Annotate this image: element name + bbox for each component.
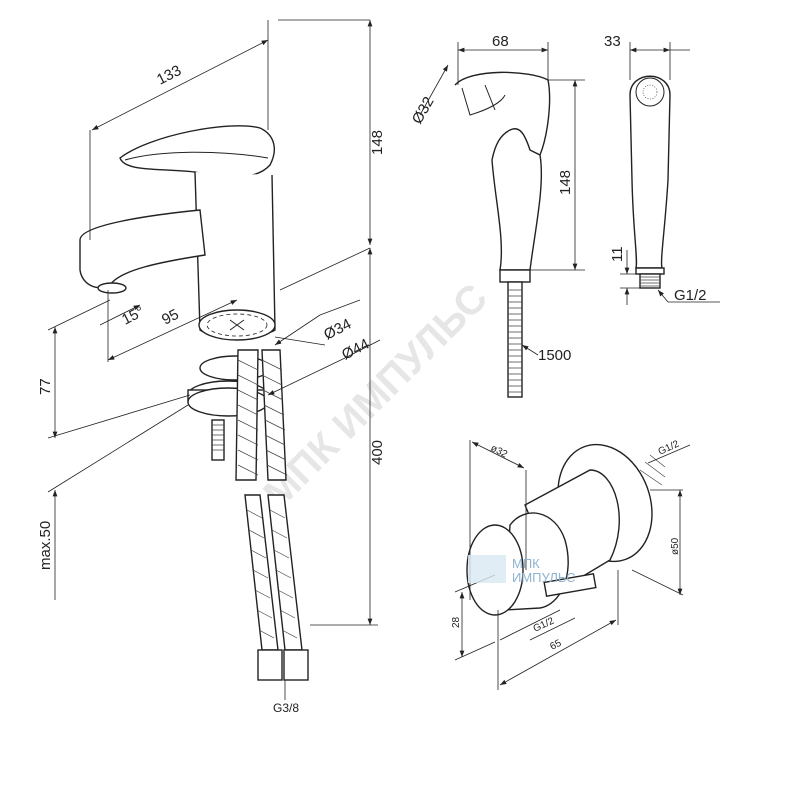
watermark-logo-mark (468, 555, 506, 583)
dim-11: 11 (609, 246, 626, 262)
dim-148: 148 (369, 130, 386, 155)
dim-68: 68 (492, 33, 509, 50)
wall-outlet-drawing: ø32 G1/2 ø50 28 G1/2 65 (451, 438, 691, 690)
dim-d34: Ø34 (321, 316, 354, 344)
dim-1500: 1500 (538, 347, 571, 364)
thread-g12-bottom: G1/2 (532, 615, 557, 634)
dim-95: 95 (159, 306, 182, 329)
dim-65: 65 (548, 638, 563, 653)
dim-angle-15: 15° (119, 303, 147, 328)
shower-side-drawing: 68 Ø32 148 1500 (409, 33, 585, 398)
dim-d32: Ø32 (409, 94, 438, 127)
watermark-logo: МПК ИМПУЛЬС (468, 555, 576, 585)
dim-d50: ø50 (670, 537, 681, 555)
dim-d32-outlet: ø32 (489, 443, 510, 461)
dim-d44: Ø44 (339, 336, 372, 364)
watermark-logo-line1: МПК (512, 556, 540, 571)
shower-front-drawing: 33 11 G1/2 (604, 33, 720, 305)
watermark-text: МПК ИМПУЛЬС (255, 276, 496, 517)
dim-33: 33 (604, 33, 621, 50)
dim-148-shower: 148 (557, 170, 574, 195)
watermark-logo-line2: ИМПУЛЬС (512, 570, 576, 585)
dim-133: 133 (154, 62, 184, 89)
thread-g38-label: G3/8 (273, 701, 299, 715)
dim-77: 77 (37, 378, 54, 395)
dim-max50: max.50 (37, 521, 54, 570)
dim-28: 28 (451, 616, 462, 628)
faucet-drawing: 133 148 400 15° 95 Ø34 Ø44 77 max.50 G3/… (37, 19, 386, 715)
thread-g12-label: G1/2 (674, 287, 707, 304)
thread-g12-top: G1/2 (657, 438, 682, 457)
dim-400: 400 (369, 440, 386, 465)
